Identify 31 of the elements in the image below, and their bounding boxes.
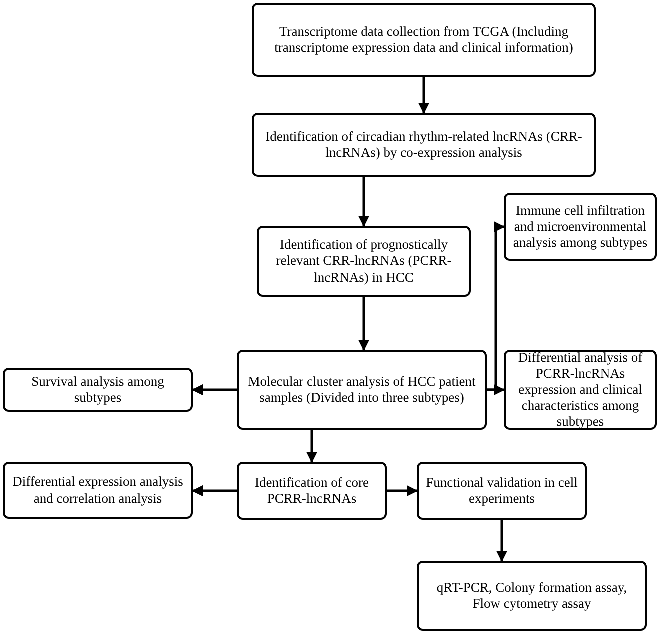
box-text: Immune cell infiltration and microenvironmental analysis among subtypes bbox=[512, 202, 649, 252]
process-box bbox=[417, 561, 647, 631]
arrow bbox=[358, 177, 370, 228]
arrow bbox=[192, 485, 237, 497]
arrow bbox=[358, 297, 370, 352]
process-box bbox=[3, 462, 193, 519]
box-text: Identification of core PCRR-lncRNAs bbox=[254, 474, 370, 508]
process-box bbox=[3, 368, 193, 412]
process-box bbox=[504, 193, 657, 261]
arrow bbox=[306, 430, 318, 464]
box-text: qRT-PCR, Colony formation assay, Flow cytometry assay bbox=[436, 580, 628, 612]
arrow bbox=[496, 520, 508, 562]
box-text: Molecular cluster analysis of HCC patient samples (Divided into three subtypes) bbox=[247, 374, 477, 406]
box-text: Differential analysis of PCRR-lncRNAs expression and clinical characteristics among subtypes bbox=[517, 350, 644, 430]
process-box bbox=[237, 350, 487, 430]
arrow bbox=[192, 384, 237, 396]
process-box bbox=[252, 3, 596, 77]
process-box bbox=[237, 462, 387, 520]
box-text: Differential expression analysis and correlation analysis bbox=[12, 474, 184, 507]
box-text: Identification of circadian rhythm-related lncRNAs (CRR-lncRNAs) by co-expression analysis bbox=[264, 128, 584, 162]
arrow bbox=[387, 485, 418, 497]
process-box bbox=[417, 462, 587, 520]
process-box bbox=[252, 113, 596, 177]
arrow bbox=[487, 384, 506, 396]
box-text: Survival analysis among subtypes bbox=[30, 374, 166, 406]
box-text: Identification of prognostically relevant CRR-lncRNAs (PCRR-lncRNAs) in HCC bbox=[275, 237, 453, 286]
process-box bbox=[257, 226, 471, 297]
box-text: Transcriptome data collection from TCGA (Including transcriptome expression data and clinical information) bbox=[274, 24, 574, 56]
box-text: Functional validation in cell experiments bbox=[425, 474, 579, 508]
arrow bbox=[418, 77, 430, 114]
process-box bbox=[504, 350, 657, 430]
